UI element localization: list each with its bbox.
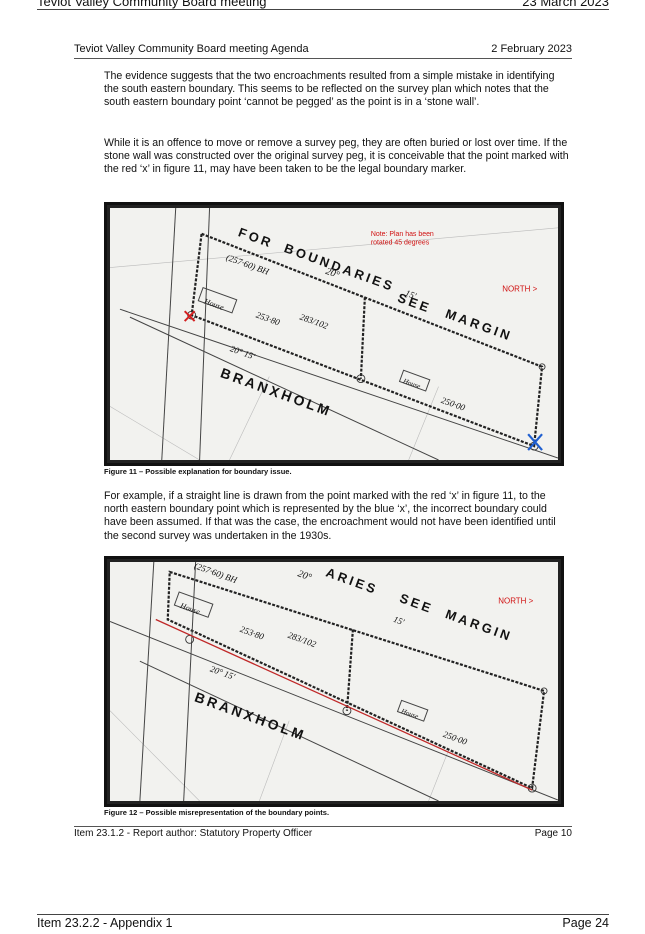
inner-footer-page: Page 10 (534, 828, 572, 839)
outer-footer-item: Item 23.2.2 - Appendix 1 (37, 916, 173, 930)
rotation-note-line-2: rotated 45 degrees (371, 240, 430, 247)
figure-12-caption: Figure 12 – Possible misrepresentation o… (104, 808, 330, 817)
map-hand-4: 20° (324, 266, 341, 281)
inner-page-footer: Item 23.1.2 - Report author: Statutory P… (74, 826, 572, 842)
map12-hand-4: 20° (296, 568, 313, 583)
assumed-boundary-line (155, 618, 533, 791)
blue-x-marker (527, 433, 543, 451)
outer-page-footer: Item 23.2.2 - Appendix 1 Page 24 (37, 914, 609, 932)
figure-11-survey-plan: FOR BOUNDARIES SEE MARGIN BRANXHOLM Hous… (104, 202, 564, 466)
paragraph-1: The evidence suggests that the two encro… (104, 70, 555, 109)
inner-page-header: Teviot Valley Community Board meeting Ag… (74, 43, 572, 59)
figure-11-map: FOR BOUNDARIES SEE MARGIN BRANXHOLM Hous… (110, 208, 558, 460)
figure-11-caption: Figure 11 – Possible explanation for bou… (104, 467, 292, 476)
outer-header-date: 23 March 2023 (522, 0, 609, 9)
inner-footer-item: Item 23.1.2 - Report author: Statutory P… (74, 828, 313, 839)
figure-12-map: ARIES SEE MARGIN BRANXHOLM House House (… (110, 562, 558, 801)
outer-page-header: Teviot Valley Community Board meeting 23… (37, 0, 609, 10)
rotation-note-line-1: Note: Plan has been (371, 231, 434, 238)
figure-12-survey-plan: ARIES SEE MARGIN BRANXHOLM House House (… (104, 556, 564, 807)
red-x-marker (183, 310, 196, 322)
outer-header-title: Teviot Valley Community Board meeting (37, 0, 267, 9)
map-hand-5: 15' (404, 288, 419, 301)
paragraph-2: While it is an offence to move or remove… (104, 137, 569, 176)
north-arrow-label: NORTH > (502, 284, 537, 293)
map12-north-label: NORTH > (498, 597, 533, 606)
map12-hand-5: 15' (392, 614, 407, 627)
paragraph-3: For example, if a straight line is drawn… (104, 490, 556, 542)
inner-header-title: Teviot Valley Community Board meeting Ag… (74, 43, 309, 55)
inner-header-date: 2 February 2023 (491, 43, 572, 55)
outer-footer-page: Page 24 (562, 916, 609, 930)
